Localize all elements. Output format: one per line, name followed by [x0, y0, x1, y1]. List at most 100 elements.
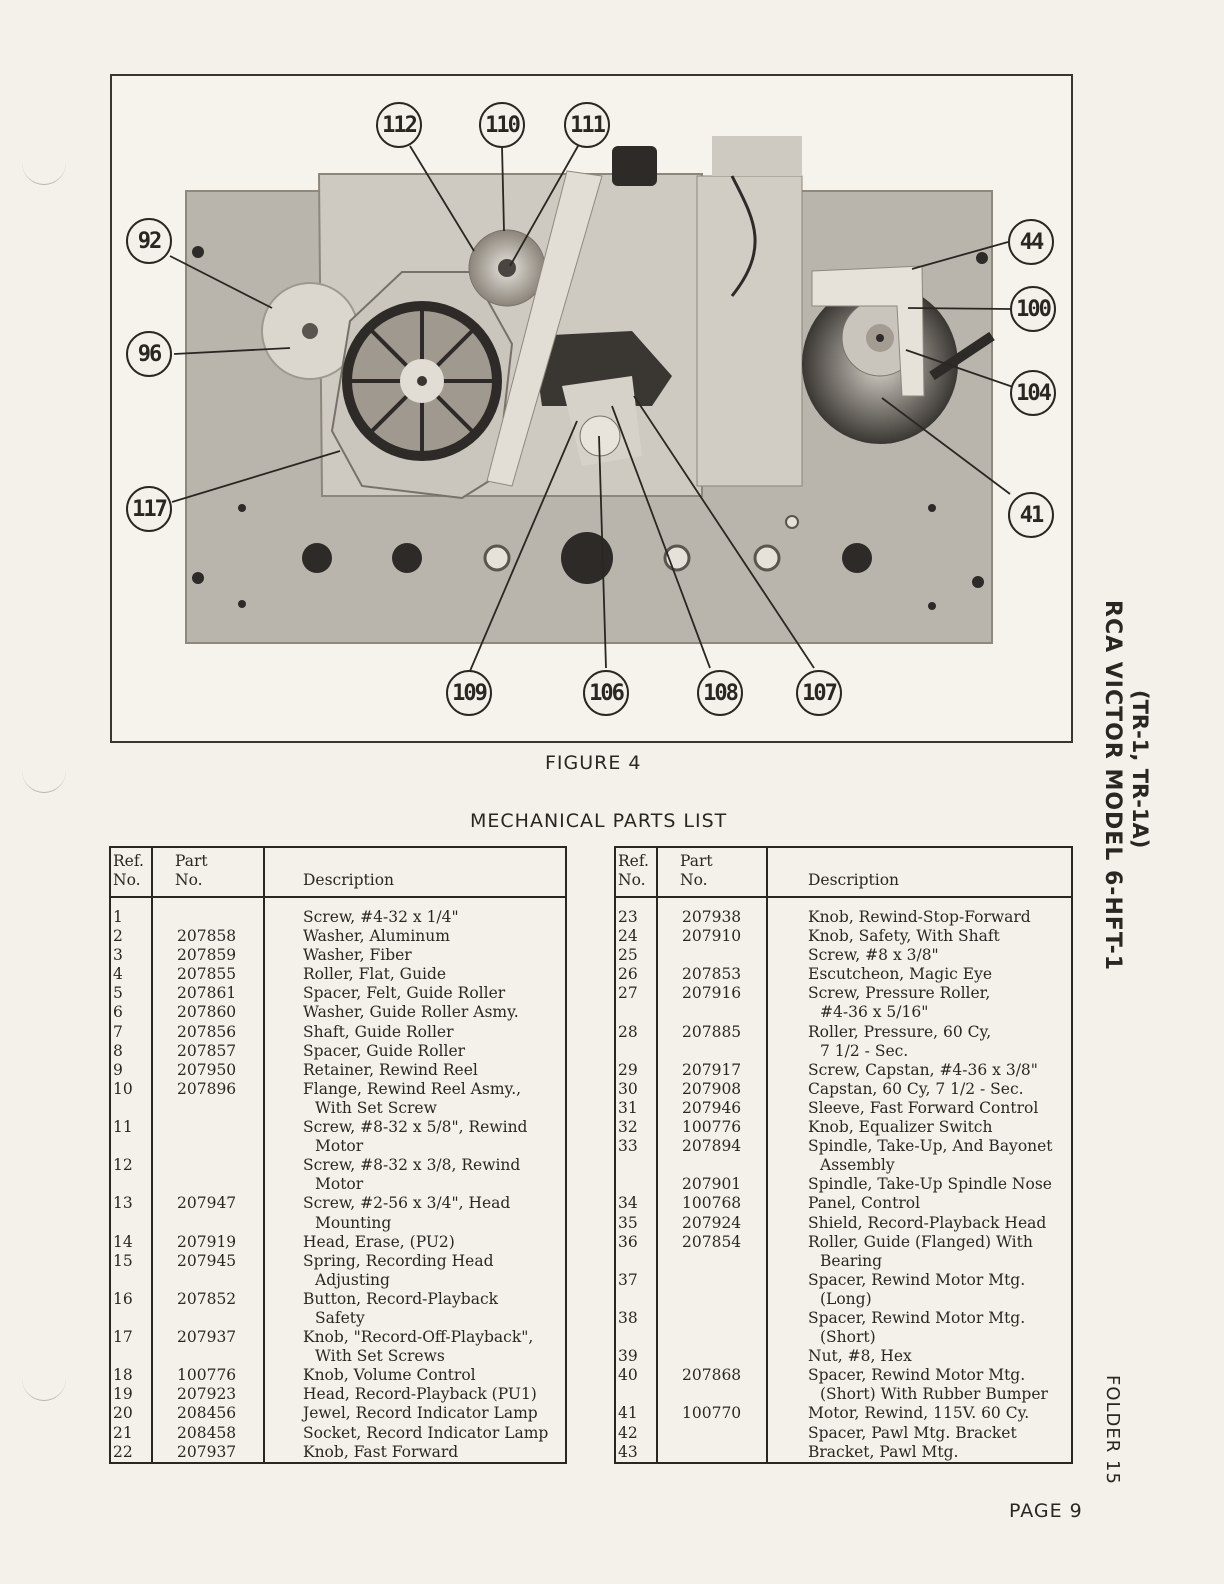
description-line: Bracket, Pawl Mtg.	[808, 1442, 959, 1461]
ref-no-cell: 36	[615, 1232, 658, 1271]
description-cell: Spacer, Rewind Motor Mtg.(Short)	[767, 1309, 1072, 1347]
tape-deck-photo	[169, 136, 1017, 672]
ref-no-cell: 29	[615, 1060, 658, 1080]
part-no-cell: 207855	[152, 965, 265, 985]
part-no-cell: 207908	[657, 1079, 768, 1099]
figure-4-frame: 112 110 111 92 96 117 44 100 104 41 109 …	[110, 74, 1073, 743]
header-ref-no: Ref.No.	[110, 847, 153, 898]
ref-no-cell: 27	[615, 984, 658, 1023]
table-row: 42 Spacer, Pawl Mtg. Bracket	[615, 1423, 1072, 1443]
ref-no-cell: 38	[615, 1308, 658, 1348]
ref-no-cell: 42	[615, 1423, 658, 1443]
ref-no-cell: 6	[110, 1003, 153, 1023]
part-no-cell: 207950	[152, 1060, 265, 1080]
punch-hole-mark	[22, 748, 66, 793]
part-no-cell	[657, 1423, 768, 1443]
description-cell: Shaft, Guide Roller	[264, 1023, 566, 1042]
ref-no-cell: 25	[615, 946, 658, 966]
description-line: Spindle, Take-Up, And Bayonet	[808, 1137, 1053, 1156]
ref-no-cell	[615, 1175, 658, 1195]
description-line: Panel, Control	[808, 1194, 921, 1213]
part-no-cell: 207858	[152, 927, 265, 947]
table-row: 39 Nut, #8, Hex	[615, 1347, 1072, 1367]
model-title: RCA VICTOR MODEL 6-HFT-1	[1100, 600, 1125, 972]
description-cell: Bracket, Pawl Mtg.	[767, 1443, 1072, 1463]
description-line: Shield, Record-Playback Head	[808, 1213, 1047, 1232]
part-no-cell: 207923	[152, 1385, 265, 1405]
part-no-cell: 207853	[657, 965, 768, 985]
part-no-cell	[657, 946, 768, 966]
description-line: Spacer, Felt, Guide Roller	[303, 984, 506, 1003]
description-line: Knob, Rewind-Stop-Forward	[808, 908, 1031, 926]
description-line: Washer, Guide Roller Asmy.	[303, 1003, 519, 1022]
model-subtitle: (TR-1, TR-1A)	[1128, 690, 1152, 849]
description-cell: Knob, Volume Control	[264, 1366, 566, 1385]
description-line: Sleeve, Fast Forward Control	[808, 1098, 1039, 1117]
ref-no-cell: 34	[615, 1194, 658, 1214]
description-line: Knob, Equalizer Switch	[808, 1118, 993, 1137]
part-no-cell	[657, 1270, 768, 1309]
description-line: Spring, Recording Head	[303, 1251, 494, 1270]
ref-no-cell: 9	[110, 1060, 153, 1080]
ref-no-cell: 8	[110, 1041, 153, 1061]
description-cell: Screw, #4-32 x 1/4"	[264, 897, 566, 927]
part-no-cell: 207901	[657, 1175, 768, 1195]
ref-no-cell: 20	[110, 1404, 153, 1424]
part-no-cell: 207937	[152, 1442, 265, 1463]
ref-no-cell: 43	[615, 1442, 658, 1463]
part-no-cell: 208458	[152, 1423, 265, 1443]
callout-96: 96	[126, 331, 172, 377]
description-cell: Head, Record-Playback (PU1)	[264, 1385, 566, 1404]
description-cell: Spacer, Rewind Motor Mtg.(Long)	[767, 1271, 1072, 1309]
ref-no-cell: 14	[110, 1232, 153, 1252]
description-continuation: Bearing	[820, 1251, 883, 1270]
description-continuation: (Short) With Rubber Bumper	[820, 1385, 1048, 1404]
ref-no-cell: 17	[110, 1328, 153, 1367]
callout-100: 100	[1010, 286, 1056, 332]
description-cell: Panel, Control	[767, 1194, 1072, 1213]
description-line: Head, Record-Playback (PU1)	[303, 1385, 537, 1404]
part-no-cell: 207861	[152, 984, 265, 1004]
description-cell: Roller, Pressure, 60 Cy,7 1/2 - Sec.	[767, 1023, 1072, 1061]
callout-107: 107	[796, 670, 842, 716]
parts-list-title: MECHANICAL PARTS LIST	[470, 810, 728, 832]
description-line: Screw, Pressure Roller,	[808, 984, 991, 1003]
description-line: Capstan, 60 Cy, 7 1/2 - Sec.	[808, 1079, 1024, 1098]
description-line: Spacer, Pawl Mtg. Bracket	[808, 1423, 1017, 1442]
description-line: Spacer, Rewind Motor Mtg.	[808, 1270, 1026, 1289]
description-cell: Washer, Aluminum	[264, 927, 566, 946]
callout-112: 112	[376, 102, 422, 148]
ref-no-cell: 2	[110, 927, 153, 947]
ref-no-cell: 3	[110, 946, 153, 966]
description-cell: Spacer, Rewind Motor Mtg.(Short) With Ru…	[767, 1366, 1072, 1404]
description-line: Screw, #4-32 x 1/4"	[303, 908, 459, 926]
description-line: Nut, #8, Hex	[808, 1347, 912, 1366]
table-row: 38 Spacer, Rewind Motor Mtg.(Short)	[615, 1308, 1072, 1348]
ref-no-cell: 39	[615, 1347, 658, 1367]
description-cell: Head, Erase, (PU2)	[264, 1233, 566, 1252]
description-line: Motor, Rewind, 115V. 60 Cy.	[808, 1404, 1030, 1423]
description-cell: Retainer, Rewind Reel	[264, 1061, 566, 1080]
header-description: Description	[767, 847, 1072, 898]
